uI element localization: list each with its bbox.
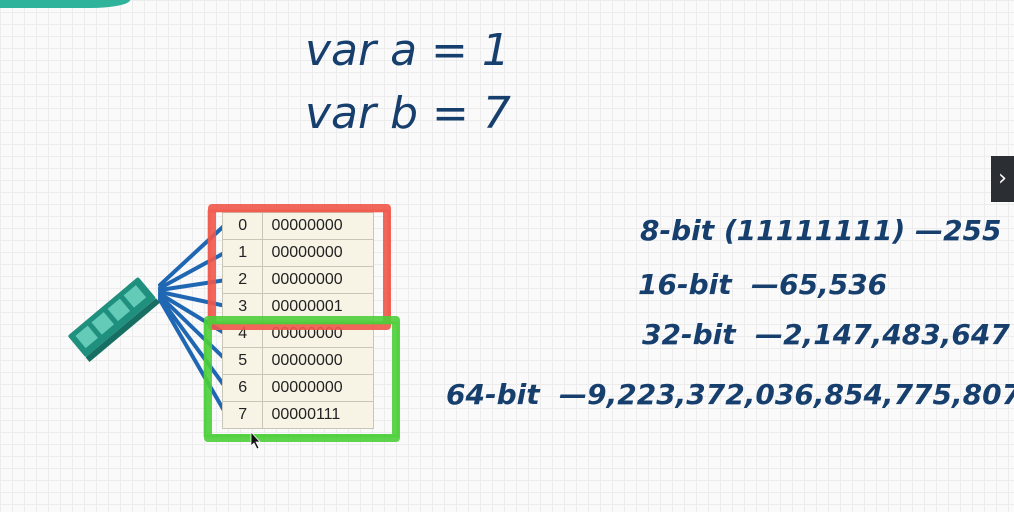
memory-address: 1 [221,239,264,267]
bit-range-16: 16-bit —65,536 [638,268,888,301]
memory-value: 00000111 [262,401,374,429]
code-line-var-a: var a = 1 [305,25,510,76]
mouse-cursor-icon [250,430,261,450]
ram-chip-icon [68,277,160,362]
memory-value: 00000000 [262,266,374,294]
red-highlight-frame [207,204,391,330]
bit-range-32: 32-bit —2,147,483,647 [642,318,1010,351]
bit-range-64: 64-bit —9,223,372,036,854,775,807 [446,378,1014,411]
memory-address: 7 [221,401,264,429]
side-panel-toggle[interactable]: › [991,156,1014,202]
chevron-right-icon: › [998,166,1007,191]
top-accent-bar [0,0,130,8]
bit-range-8: 8-bit (11111111) —255 [640,214,1002,247]
code-line-var-b: var b = 7 [305,88,511,139]
green-highlight-frame [203,316,400,442]
